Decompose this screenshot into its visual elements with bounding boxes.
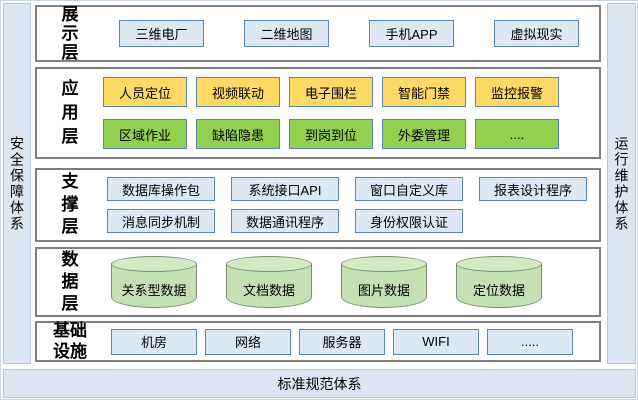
- database-cylinder: 关系型数据: [111, 256, 197, 308]
- module-box: 视频联动: [196, 77, 280, 107]
- module-row: 数据库操作包系统接口API 窗口自定义库报表设计程序: [107, 177, 599, 201]
- module-box: 三维电厂: [119, 20, 204, 47]
- module-box: 数据库操作包: [107, 177, 215, 201]
- layer-content: 关系型数据 文档数据 图片数据 定位数据: [103, 249, 599, 315]
- module-box: ....: [475, 119, 559, 149]
- module-box: WIFI: [393, 328, 479, 355]
- module-box: 身份权限认证: [355, 209, 463, 233]
- module-box: 服务器: [299, 328, 385, 355]
- layer-label: 支撑层: [37, 170, 103, 240]
- module-box: 手机APP: [369, 20, 454, 47]
- module-box: 监控报警: [475, 77, 559, 107]
- layer-label-line: 撑: [61, 194, 79, 214]
- layer-label-line: 数: [61, 249, 79, 269]
- database-cylinder: 图片数据: [341, 256, 427, 308]
- layer-label-line: 基础: [53, 321, 87, 341]
- cylinder-top-ellipse: [456, 256, 542, 272]
- layer-content: 人员定位视频联动电子围栏智能门禁监控报警区域作业缺陷隐患到岗到位外委管理....: [103, 69, 599, 157]
- layer-label-line: 展: [61, 4, 79, 24]
- standards-bar: 标准规范体系: [3, 369, 636, 398]
- layer-label-line: 层: [61, 43, 79, 63]
- module-box: .....: [487, 328, 573, 355]
- module-row: 机房网络服务器 WIFI.....: [111, 328, 599, 355]
- cylinder-label: 关系型数据: [121, 282, 187, 298]
- cylinder-label: 图片数据: [357, 282, 410, 298]
- layer-content: 三维电厂 二维地图 手机APP 虚拟现实: [103, 7, 599, 60]
- layer-application: 应用层人员定位视频联动电子围栏智能门禁监控报警区域作业缺陷隐患到岗到位外委管理.…: [35, 67, 601, 159]
- module-box: 缺陷隐患: [196, 119, 280, 149]
- operation-maintenance-label: 运行维护体系: [613, 135, 630, 232]
- module-box: 智能门禁: [382, 77, 466, 107]
- layer-data: 数据层关系型数据文档数据图片数据定位数据: [35, 247, 601, 317]
- cylinder-label: 定位数据: [472, 282, 525, 298]
- module-row: 消息同步机制数据通讯程序身份权限认证: [107, 209, 599, 233]
- module-box: 电子围栏: [289, 77, 373, 107]
- layer-label-line: 设施: [53, 341, 87, 361]
- security-assurance-label: 安全保障体系: [9, 135, 25, 232]
- operation-maintenance-pillar: 运行维护体系: [607, 3, 636, 364]
- module-row: 区域作业缺陷隐患到岗到位外委管理....: [103, 119, 599, 149]
- module-box: 窗口自定义库: [355, 177, 463, 201]
- layer-label-line: 层: [61, 294, 79, 314]
- layer-label: 展示层: [37, 4, 103, 63]
- module-box: 网络: [205, 328, 291, 355]
- module-box: 数据通讯程序: [231, 209, 339, 233]
- database-cylinder: 定位数据: [456, 256, 542, 308]
- cylinder-top-ellipse: [341, 256, 427, 272]
- module-box: 虚拟现实: [494, 20, 579, 47]
- standards-label: 标准规范体系: [277, 375, 362, 392]
- layer-label: 数据层: [37, 249, 103, 315]
- layer-label-line: 据: [61, 271, 79, 291]
- module-box: 消息同步机制: [107, 209, 215, 233]
- module-box: 系统接口API: [231, 177, 339, 201]
- layer-label-line: 支: [61, 171, 79, 191]
- module-box: 外委管理: [382, 119, 466, 149]
- layer-label-line: 示: [61, 23, 79, 43]
- cylinder-top-ellipse: [111, 256, 197, 272]
- security-assurance-pillar: 安全保障体系: [3, 3, 31, 364]
- module-box: 机房: [111, 328, 197, 355]
- module-box: 到岗到位: [289, 119, 373, 149]
- layer-label: 基础设施: [37, 321, 103, 361]
- layer-label-line: 应: [61, 78, 79, 98]
- module-box: 报表设计程序: [479, 177, 587, 201]
- module-box: 二维地图: [244, 20, 329, 47]
- layer-label-line: 层: [61, 127, 79, 147]
- cylinder-top-ellipse: [226, 256, 312, 272]
- layer-content: 数据库操作包系统接口API 窗口自定义库报表设计程序消息同步机制数据通讯程序身份权…: [103, 170, 599, 240]
- cylinder-body: [456, 264, 542, 308]
- layer-content: 机房网络服务器 WIFI.....: [103, 323, 599, 360]
- database-cylinder: 文档数据: [226, 256, 312, 308]
- layer-label: 应用层: [37, 69, 103, 157]
- layer-label-line: 用: [61, 102, 79, 122]
- layer-label-line: 层: [61, 217, 79, 237]
- module-row: 三维电厂 二维地图 手机APP 虚拟现实: [119, 20, 599, 47]
- cylinder-label: 文档数据: [242, 282, 295, 298]
- module-row: 人员定位视频联动电子围栏智能门禁监控报警: [103, 77, 599, 107]
- module-box: 人员定位: [103, 77, 187, 107]
- module-box: 区域作业: [103, 119, 187, 149]
